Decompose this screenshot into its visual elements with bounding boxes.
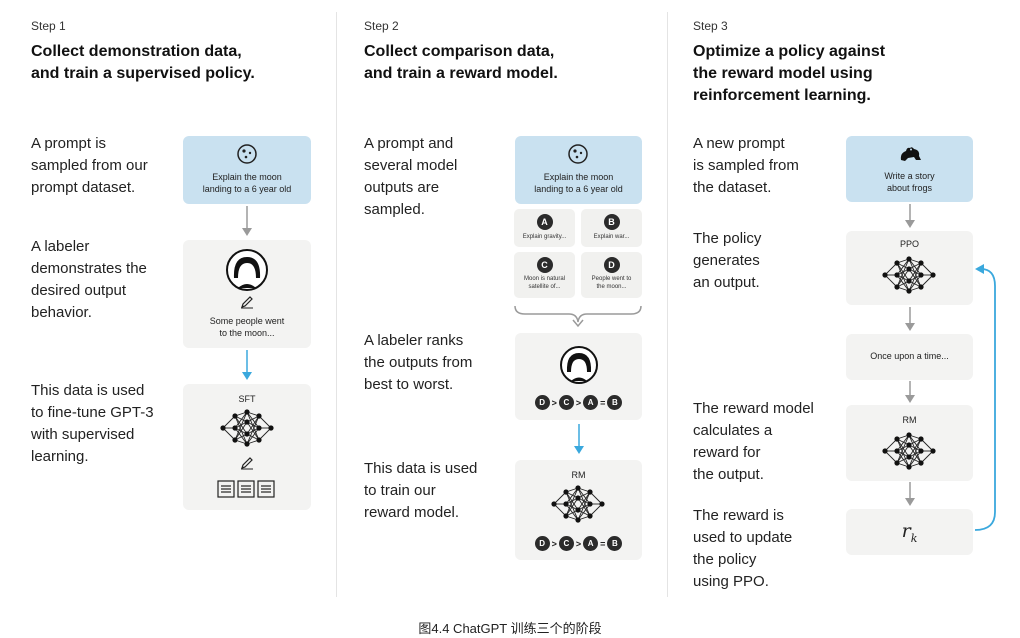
step3-ppo-label: PPO [899,239,919,249]
rank-operator: > [575,538,582,549]
step2-ranking-box: D>C>A=B [515,333,642,420]
step3-label: Step 3 [693,19,728,33]
labeler-avatar-icon [226,249,268,291]
reward-symbol: r [901,520,911,542]
step3-rm-box: RM [846,405,973,481]
output-card-d: D People went to the moon... [581,252,642,298]
output-text: Explain war... [593,234,630,240]
ranking-row: D>C>A=B [515,536,642,551]
output-card-c: C Moon is natural satellite of... [514,252,575,298]
curly-brace-icon [514,305,642,328]
neural-network-icon [220,409,274,447]
neural-network-icon [882,256,936,294]
step1-label: Step 1 [31,19,66,33]
rank-badge: A [583,395,599,410]
step3-rm-label: RM [902,415,917,425]
reward-value: rk [846,520,973,545]
rank-badge: D [534,395,550,410]
output-text: Explain gravity... [522,234,567,240]
frog-icon [900,147,921,161]
moon-icon [237,144,257,164]
rank-operator: > [575,397,582,408]
output-text: People went to [591,276,632,282]
labeler-avatar-icon [560,346,598,384]
figure-caption: 图4.4 ChatGPT 训练三个的阶段 [418,621,602,636]
rank-badge: C [558,536,574,551]
arrow-down-icon [905,482,915,506]
step2-rm-box: RM D>C>A=B [515,460,642,560]
step1-sft-label: SFT [238,394,256,404]
arrow-down-icon [905,381,915,403]
column-divider [336,12,337,597]
rank-operator: > [551,538,557,549]
output-badge: A [536,214,553,230]
documents-icon [217,480,275,498]
step3-output-text: Once upon a time... [870,351,949,361]
output-badge: D [603,257,620,273]
output-card-b: B Explain war... [581,209,642,247]
output-badge: C [536,257,553,273]
output-text: satellite of... [528,284,561,290]
arrow-down-blue-icon [574,424,584,454]
output-badge: B [603,214,620,230]
rank-badge: C [558,395,574,410]
neural-network-icon [551,485,605,523]
step3-reward-box: rk [846,509,973,555]
arrow-down-icon [242,206,252,236]
step1-title: Collect demonstration data,and train a s… [31,43,255,82]
neural-network-icon [882,432,936,470]
step1-sft-box: SFT [183,384,311,510]
rank-badge: D [534,536,550,551]
pencil-icon [241,296,253,309]
ranking-row: D>C>A=B [515,395,642,410]
output-card-a: A Explain gravity... [514,209,575,247]
step3-ppo-box: PPO [846,231,973,305]
arrow-down-icon [905,307,915,331]
arrow-down-blue-icon [242,350,252,380]
moon-icon [568,144,588,164]
step2-label: Step 2 [364,19,399,33]
rank-operator: = [600,397,606,408]
output-text: Moon is natural [523,276,566,282]
step2-title: Collect comparison data,and train a rewa… [364,43,558,82]
rank-badge: A [583,536,599,551]
column-divider [667,12,668,597]
rank-badge: B [607,536,623,551]
rank-operator: = [600,538,606,549]
step3-output-box: Once upon a time... [846,334,973,380]
pencil-icon [241,457,253,470]
feedback-arrow-icon [974,264,996,531]
step2-rm-label: RM [571,470,586,480]
rank-badge: B [607,395,623,410]
arrow-down-icon [905,204,915,228]
rank-operator: > [551,397,557,408]
reward-subscript: k [910,531,918,545]
output-text: the moon... [596,284,627,290]
